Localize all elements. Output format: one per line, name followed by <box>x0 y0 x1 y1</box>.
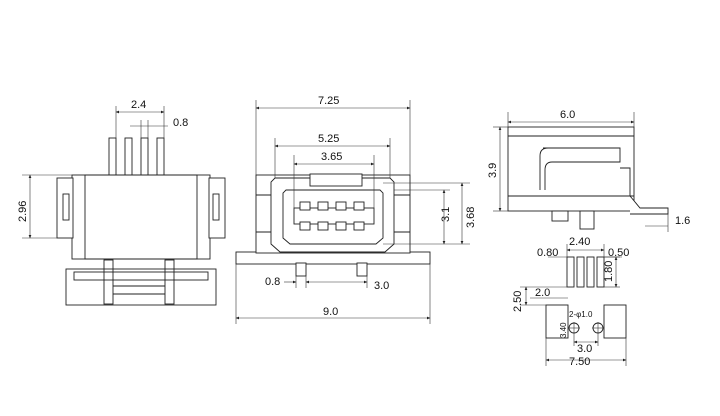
dim-opening-width: 5.25 <box>318 133 339 145</box>
contact <box>353 221 365 231</box>
left-tab-slot <box>62 193 70 221</box>
dim-post-spacing: 3.0 <box>374 280 389 292</box>
dim-right-length: 6.0 <box>560 109 575 121</box>
contact <box>299 221 311 231</box>
signal-pad <box>566 256 575 288</box>
right-view: 6.0 3.9 1.6 <box>487 109 690 232</box>
right-peg <box>579 210 595 230</box>
footprint: 2.40 0.80 0.50 1.80 2.50 2.0 2-φ1.0 3.40… <box>512 236 629 368</box>
contact <box>299 201 311 211</box>
pin <box>108 137 117 177</box>
dim-side-pad-width: 2.0 <box>535 287 550 299</box>
side-inner-body <box>84 174 198 260</box>
contact-tongue <box>293 207 375 225</box>
contact <box>335 221 347 231</box>
contacts <box>299 201 365 231</box>
base-rail <box>73 271 209 281</box>
side-view-pins <box>108 137 165 177</box>
signal-pads <box>566 256 605 288</box>
contact-spring <box>543 147 621 190</box>
hole-note: 2-φ1.0 <box>569 310 593 319</box>
contact <box>317 221 329 231</box>
front-post <box>295 262 307 277</box>
side-pad-left <box>545 304 569 339</box>
side-pad-right <box>603 304 627 339</box>
dim-post-width: 0.8 <box>265 276 280 288</box>
dim-total-width: 9.0 <box>323 306 338 318</box>
contact-arm <box>620 167 631 196</box>
front-post <box>356 262 368 277</box>
dim-pad-length: 1.80 <box>603 261 615 282</box>
pin <box>140 137 149 177</box>
signal-pad <box>586 256 595 288</box>
base-leg <box>103 259 114 305</box>
dim-hole-offset: 3.40 <box>559 322 568 338</box>
top-latch <box>309 173 363 187</box>
front-base <box>235 251 431 265</box>
dim-footprint-width: 7.50 <box>569 356 590 368</box>
contact <box>335 201 347 211</box>
base-leg <box>164 259 175 305</box>
dim-inner-height: 3.1 <box>440 207 452 222</box>
dim-hole-spacing: 3.0 <box>577 343 592 355</box>
pin <box>124 137 133 177</box>
side-body <box>71 174 211 260</box>
front-view: 7.25 5.25 3.65 3.1 3.68 0.8 3.0 9.0 <box>235 95 477 324</box>
right-peg <box>551 210 569 222</box>
left-tab <box>56 177 74 239</box>
contact <box>317 201 329 211</box>
contact <box>353 201 365 211</box>
dim-top-width: 7.25 <box>318 95 339 107</box>
dim-pin-width: 0.8 <box>173 117 188 129</box>
pin <box>156 137 165 177</box>
right-body <box>507 126 635 212</box>
dim-side-pad-height: 2.50 <box>512 291 524 312</box>
dim-pin-pitch: 2.4 <box>131 99 146 111</box>
dim-right-height: 3.9 <box>487 163 499 178</box>
dim-outer-height: 3.68 <box>465 207 477 228</box>
right-tab-slot <box>212 193 220 221</box>
contact-spring <box>539 147 549 190</box>
right-tab <box>208 177 226 239</box>
side-base <box>65 268 217 306</box>
signal-pad <box>596 256 605 288</box>
side-view: 2.4 0.8 2.96 <box>17 99 226 306</box>
dim-pad-width: 0.80 <box>537 247 558 259</box>
dim-lead-extension: 1.6 <box>675 215 690 227</box>
dim-side-height: 2.96 <box>17 201 29 222</box>
signal-pad <box>576 256 585 288</box>
dim-pad-pitch: 2.40 <box>569 236 590 248</box>
dim-pad-gap: 0.50 <box>608 247 629 259</box>
dim-inner-width: 3.65 <box>321 151 342 163</box>
lead-out <box>629 195 669 215</box>
